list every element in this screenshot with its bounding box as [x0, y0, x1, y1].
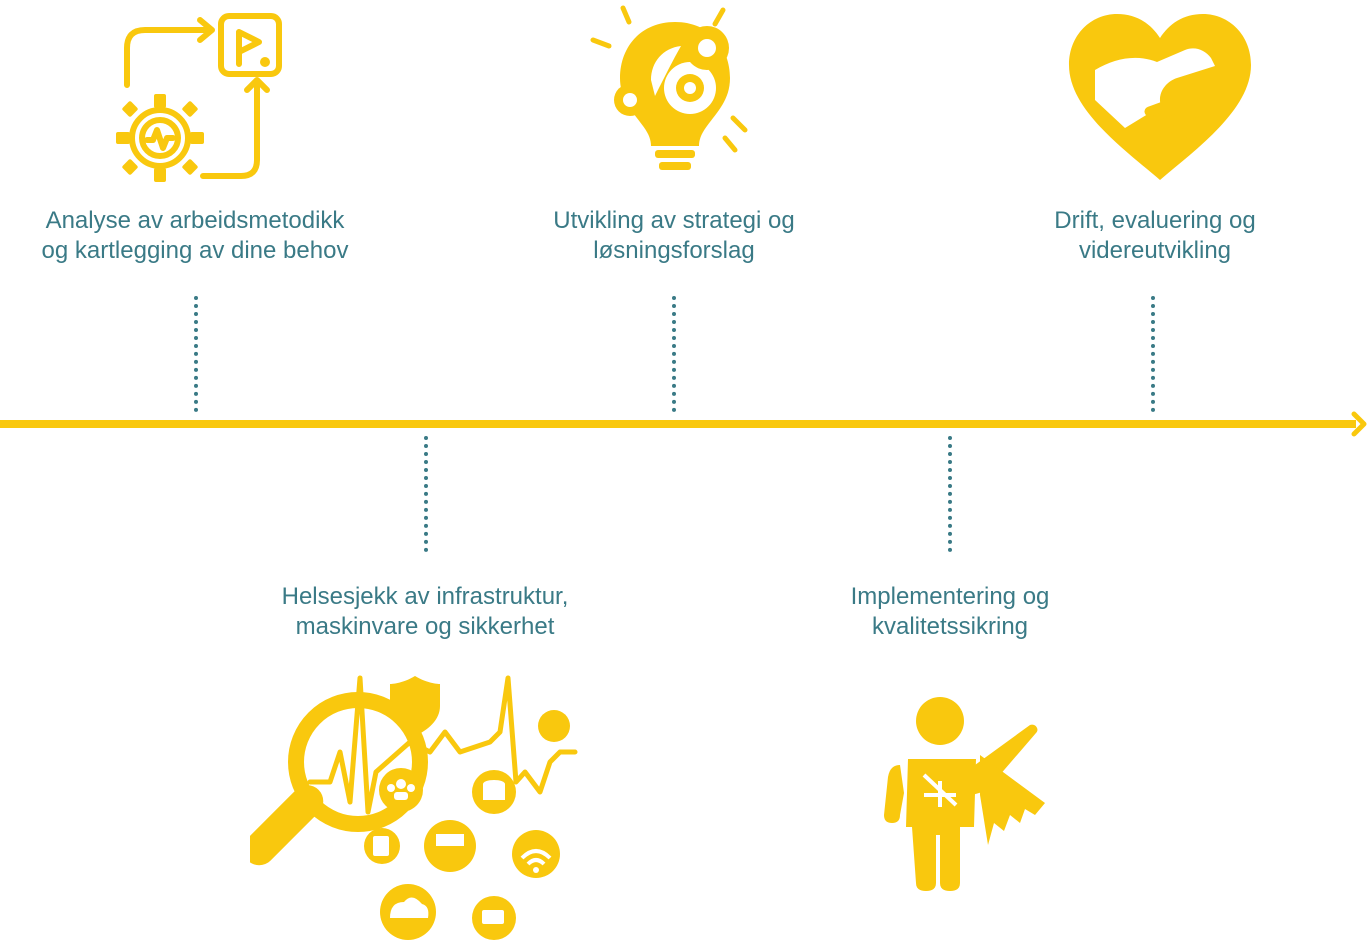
connector-implementering	[948, 436, 952, 552]
gear-flag-cycle-icon	[116, 13, 282, 182]
superhero-icon	[884, 697, 1045, 891]
connector-helsesjekk	[424, 436, 428, 552]
connector-drift	[1151, 296, 1155, 412]
connector-analyse	[194, 296, 198, 412]
step-label-helsesjekk: Helsesjekk av infrastruktur,maskinvare o…	[281, 583, 569, 640]
lightbulb-gears-icon	[590, 5, 748, 170]
heart-handshake-icon	[1069, 14, 1251, 180]
magnifier-health-check-icon	[250, 675, 578, 940]
connector-strategi	[672, 296, 676, 412]
